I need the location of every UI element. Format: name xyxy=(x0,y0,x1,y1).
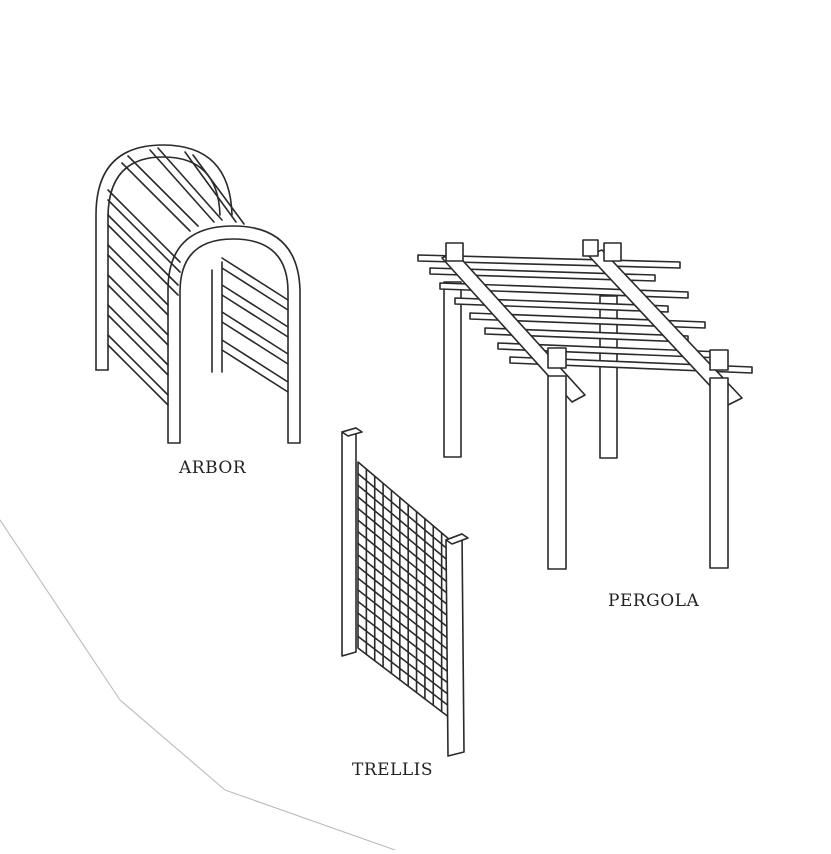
trellis-horizontal-slat xyxy=(357,484,451,564)
trellis-horizontal-slat xyxy=(357,530,451,608)
pergola-label: PERGOLA xyxy=(608,591,700,611)
scan-edge xyxy=(0,519,396,851)
pergola-cap-5 xyxy=(709,349,729,371)
pergola-cap-3 xyxy=(603,242,622,262)
trellis-right-post xyxy=(445,533,465,757)
pergola-cap-2 xyxy=(582,239,599,257)
pergola-front-left-post xyxy=(547,375,567,570)
trellis-horizontal-slat xyxy=(357,519,451,597)
arbor-back-arch-outer xyxy=(95,144,233,371)
arbor-left-slats xyxy=(107,189,181,406)
trellis-horizontal-slat xyxy=(357,600,451,675)
trellis-horizontal-slat xyxy=(357,542,451,619)
trellis-horizontal-slat xyxy=(357,565,451,641)
trellis-horizontal-slats xyxy=(357,472,451,708)
pergola-drawing xyxy=(417,239,753,570)
trellis-left-post-top xyxy=(341,427,363,437)
trellis-label: TRELLIS xyxy=(352,760,433,780)
trellis-drawing xyxy=(341,427,469,757)
pergola-cap-4 xyxy=(547,347,567,369)
trellis-horizontal-slat xyxy=(357,472,451,552)
trellis-horizontal-slat xyxy=(357,496,451,575)
pergola-front-right-post xyxy=(709,377,729,569)
trellis-horizontal-slat xyxy=(357,577,451,653)
trellis-horizontal-slat xyxy=(357,623,451,697)
trellis-left-post xyxy=(341,427,357,657)
arbor-back-arch-inner xyxy=(107,156,221,371)
arbor-roof-slats xyxy=(121,147,245,232)
pergola-rafters xyxy=(417,254,753,374)
trellis-horizontal-slat xyxy=(357,612,451,686)
arbor-drawing xyxy=(95,144,301,444)
trellis-horizontal-slat xyxy=(357,635,451,708)
pergola-back-left-post xyxy=(443,281,462,458)
trellis-horizontal-slat xyxy=(357,554,451,630)
trellis-horizontal-slat xyxy=(357,507,451,586)
arbor-label: ARBOR xyxy=(179,458,247,478)
pergola-cap-1 xyxy=(445,242,464,262)
trellis-right-post-top xyxy=(445,533,469,545)
arbor-right-slats xyxy=(221,257,289,393)
trellis-horizontal-slat xyxy=(357,589,451,664)
arbor-front-arch-outer xyxy=(167,225,301,444)
